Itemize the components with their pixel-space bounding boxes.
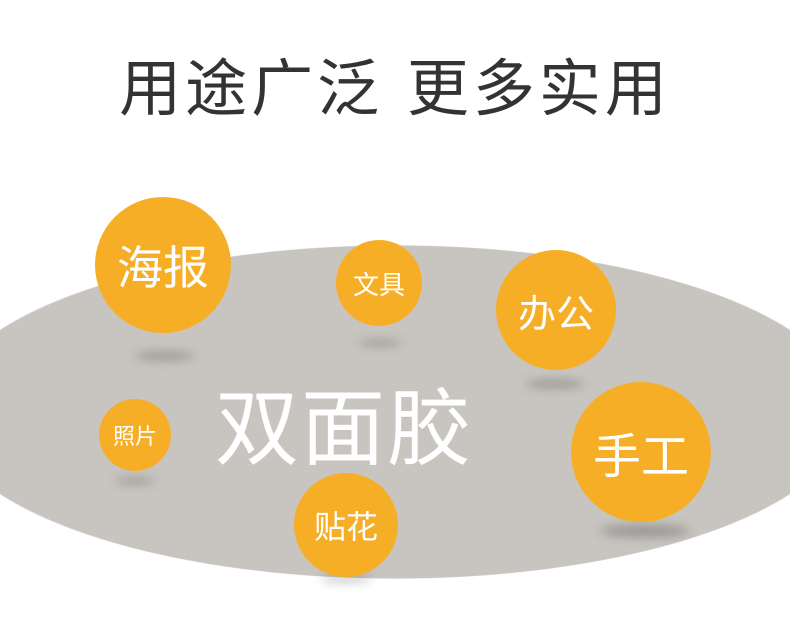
tag-handcraft: 手工 — [571, 382, 711, 522]
shadow — [358, 340, 402, 346]
center-label: 双面胶 — [215, 380, 474, 478]
tag-photo: 照片 — [99, 399, 171, 471]
tag-office: 办公 — [496, 250, 616, 370]
shadow — [135, 352, 195, 360]
page-title: 用途广泛 更多实用 — [119, 52, 671, 125]
tag-poster: 海报 — [95, 197, 231, 333]
tag-decal: 贴花 — [294, 473, 398, 577]
shadow — [525, 380, 585, 388]
shadow — [600, 525, 690, 537]
tag-stationery: 文具 — [336, 240, 422, 326]
shadow — [115, 478, 155, 484]
shadow — [320, 576, 372, 582]
